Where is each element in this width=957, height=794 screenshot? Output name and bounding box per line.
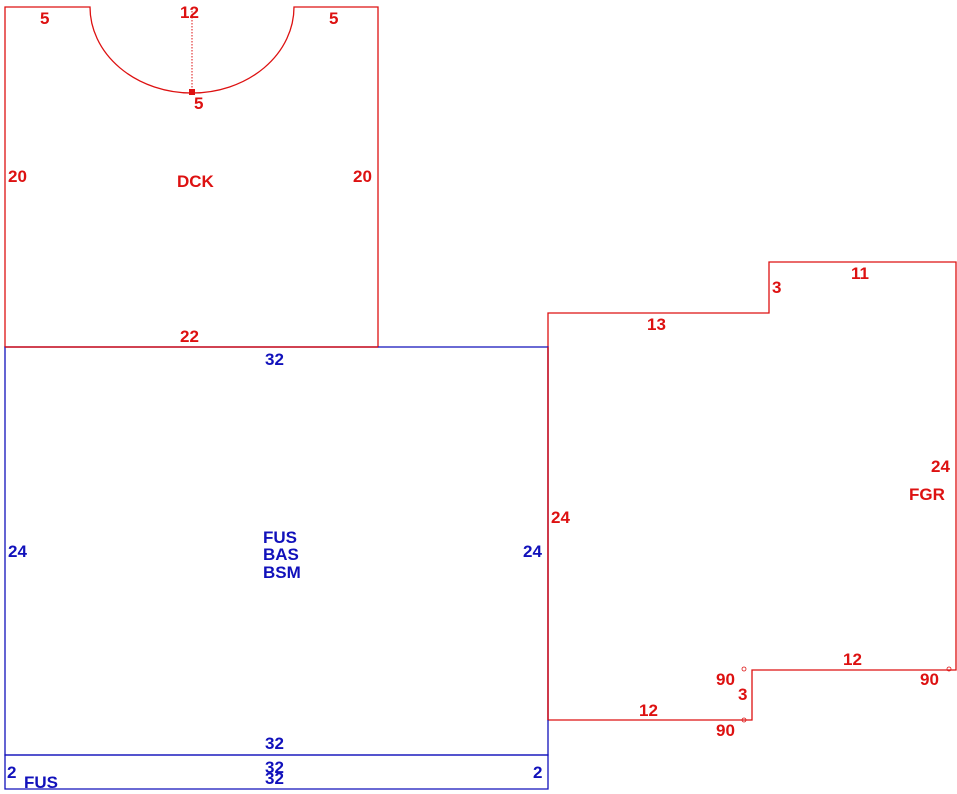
dck-label-bottom: 22 (180, 327, 199, 346)
main-name-1: FUS (263, 528, 297, 547)
fgr-angle-step-bottom: 90 (716, 721, 735, 740)
dck-label-top-left: 5 (40, 9, 49, 28)
strip-label-left: 2 (7, 763, 16, 782)
dck-cutout-point-marker (189, 89, 195, 95)
strip-name: FUS (24, 773, 58, 792)
main-label-right: 24 (523, 542, 542, 561)
fgr-label-step-top: 3 (772, 278, 781, 297)
strip-label-bottom: 32 (265, 769, 284, 788)
dck-label-left: 20 (8, 167, 27, 186)
fgr-angle-marker (741, 666, 747, 672)
main-label-left: 24 (8, 542, 27, 561)
fgr-area[interactable]: 11 3 13 24 FGR 24 12 90 90 3 12 90 (547, 261, 957, 740)
dck-outline (4, 6, 379, 348)
fgr-label-bottom-upper: 12 (843, 650, 862, 669)
fgr-label-top-upper: 11 (851, 264, 869, 283)
main-name-3: BSM (263, 563, 301, 582)
fgr-angle-marker (741, 717, 747, 723)
dck-area[interactable]: 5 12 5 5 20 20 DCK 22 (4, 3, 379, 348)
fgr-label-bottom-lower: 12 (639, 701, 658, 720)
fgr-label-right: 24 (931, 457, 950, 476)
fgr-name: FGR (909, 485, 945, 504)
strip-area[interactable]: 32 32 2 2 FUS (4, 754, 549, 792)
fgr-label-left: 24 (551, 508, 570, 527)
fgr-outline (547, 261, 957, 721)
main-area[interactable]: 32 24 24 FUS BAS BSM 32 (4, 346, 549, 756)
dck-label-right: 20 (353, 167, 372, 186)
fgr-label-top-lower: 13 (647, 315, 666, 334)
main-label-top: 32 (265, 350, 284, 369)
fgr-angle-step-top: 90 (716, 670, 735, 689)
dck-label-cutout-depth: 5 (194, 94, 203, 113)
fgr-angle-marker (946, 666, 952, 672)
fgr-label-step-bottom: 3 (738, 685, 747, 704)
main-name-2: BAS (263, 545, 299, 564)
dck-label-top-right: 5 (329, 9, 338, 28)
strip-label-right: 2 (533, 763, 542, 782)
strip-outline (4, 754, 549, 790)
fgr-angle-top-right: 90 (920, 670, 939, 689)
strip-label-top: 32 (265, 758, 284, 777)
dck-name: DCK (177, 172, 215, 191)
dck-label-cutout-width: 12 (180, 3, 199, 22)
main-label-bottom: 32 (265, 734, 284, 753)
